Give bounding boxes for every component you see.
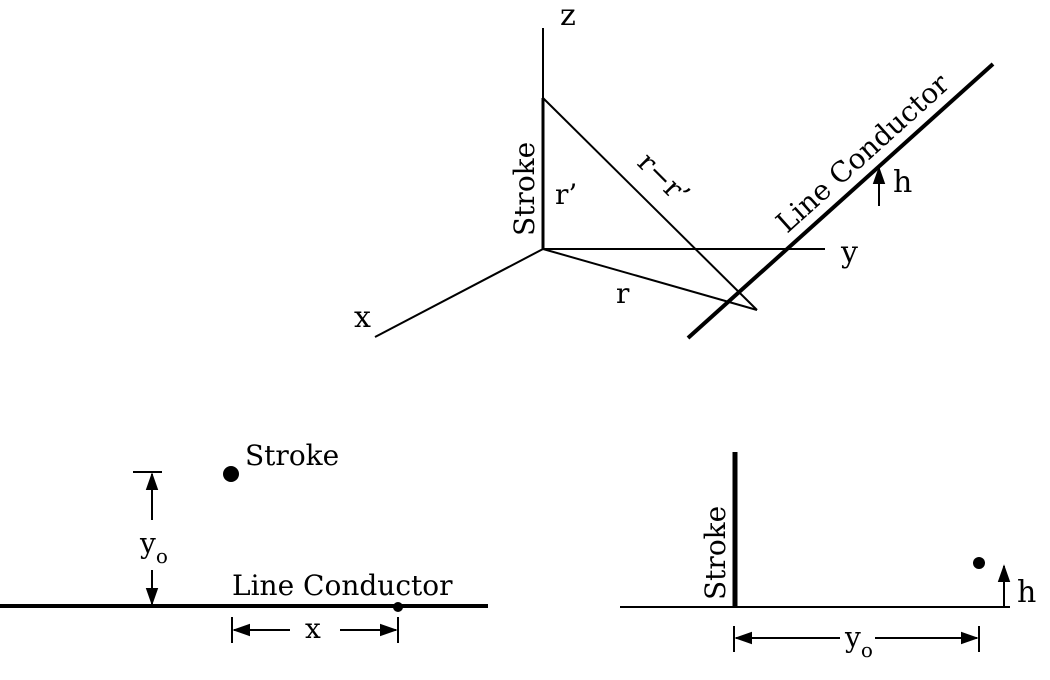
r-prime-label: r’ <box>555 178 577 211</box>
y0-label-plan: yo <box>139 527 168 568</box>
stroke-label-side: Stroke <box>699 506 732 600</box>
y0-dim-label-side-y: y <box>844 621 861 654</box>
x-dim-label: x <box>305 612 321 645</box>
y0-label-plan-subscript: o <box>156 544 168 568</box>
y0-dim-label-side-subscript: o <box>861 638 873 662</box>
line-conductor-label-plan: Line Conductor <box>232 569 453 602</box>
y0-label-plan-y: y <box>139 527 156 560</box>
stroke-point-plan <box>223 466 239 482</box>
r-label: r <box>616 277 630 310</box>
line-conductor-label-3d: Line Conductor <box>770 67 956 239</box>
plan-view <box>0 466 488 643</box>
side-view <box>620 452 1011 652</box>
stroke-label-plan: Stroke <box>245 439 339 472</box>
line-conductor-point-side <box>973 557 985 569</box>
r-minus-r-prime-vector <box>542 97 758 311</box>
three-d-view <box>374 28 995 340</box>
stroke-label-3d: Stroke <box>508 142 541 236</box>
y-axis-label: y <box>840 235 858 270</box>
x-axis-label: x <box>354 300 371 335</box>
observation-point-plan <box>393 602 403 612</box>
z-axis-label: z <box>560 0 576 33</box>
y0-dim-label-side: yo <box>844 621 873 662</box>
height-label-3d: h <box>893 165 912 200</box>
r-vector <box>542 248 758 311</box>
x-axis <box>374 248 544 338</box>
r-minus-r-prime-label: r−r’ <box>631 146 696 211</box>
height-label-side: h <box>1017 575 1036 610</box>
line-conductor-3d <box>686 62 995 340</box>
